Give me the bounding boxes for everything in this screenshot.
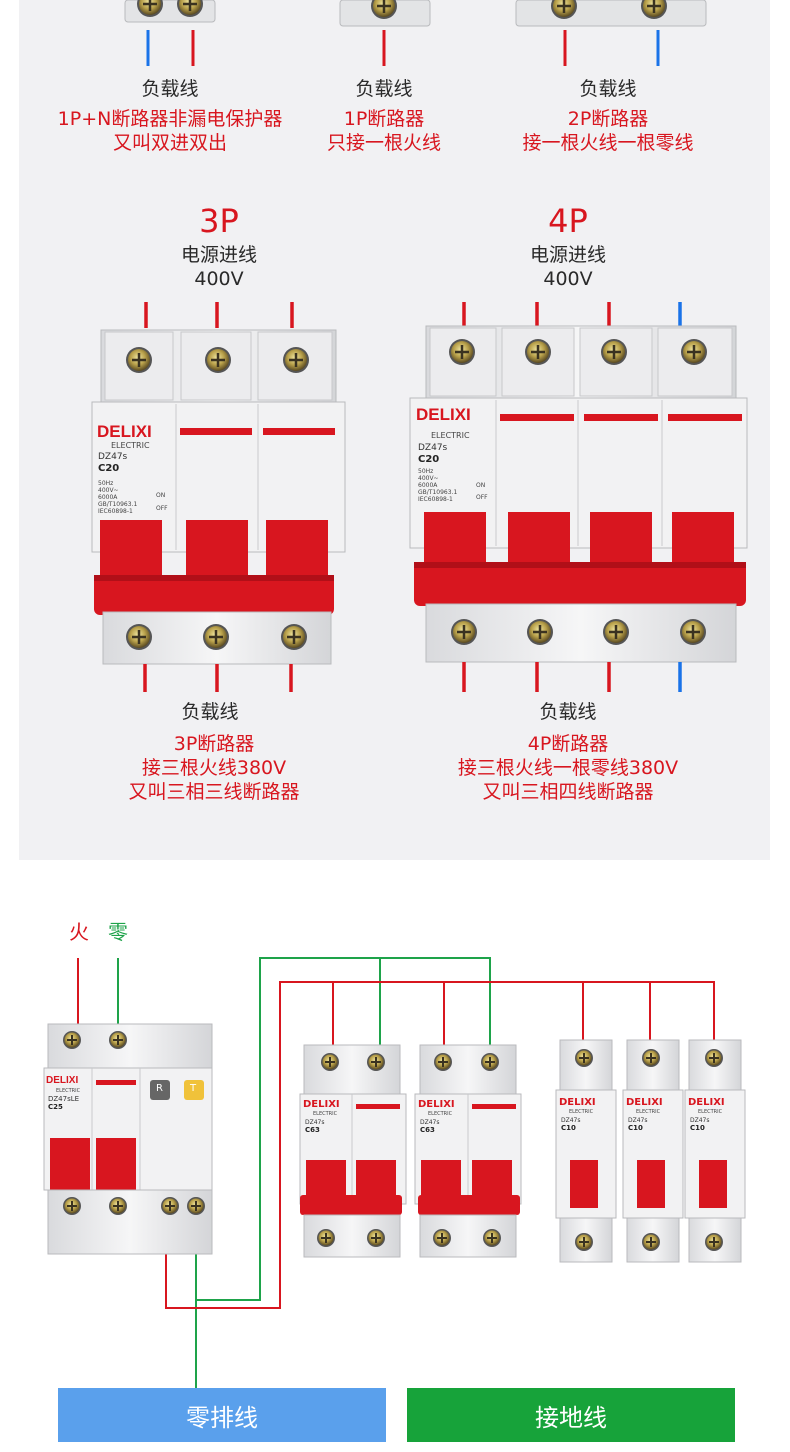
breaker-c63-a-brand: DELIXI	[303, 1099, 340, 1110]
3p-output-wires	[143, 664, 293, 692]
col2-desc2: 只接一根火线	[326, 132, 442, 154]
breaker-c10-b-brand: DELIXI	[626, 1097, 663, 1108]
3p-desc1: 3P断路器	[173, 733, 255, 755]
breaker-c10-b-sub: ELECTRIC	[636, 1109, 661, 1115]
4p-spec-line: 400V~	[418, 475, 439, 482]
3p-supply-label: 电源进线	[180, 244, 258, 266]
4p-desc1: 4P断路器	[527, 733, 609, 755]
rcbo-rating: C25	[48, 1103, 63, 1111]
breaker-c63-a-model: DZ47s	[305, 1119, 325, 1126]
breaker-c63-b	[414, 1044, 522, 1258]
3p-on-label: ON	[156, 492, 166, 499]
breaker-c10-b-model: DZ47s	[628, 1117, 648, 1124]
4p-off-label: OFF	[476, 494, 488, 501]
4p-spec-line: IEC60898-1	[418, 496, 453, 503]
3p-brand-logo: DELIXI	[97, 422, 152, 441]
breaker-c10-b-rating: C10	[628, 1124, 643, 1132]
ground-bus-label: 接地线	[535, 1403, 607, 1432]
breaker-c10-c-brand: DELIXI	[688, 1097, 725, 1108]
breaker-c63-a-sub: ELECTRIC	[313, 1111, 338, 1117]
3p-spec-line: 6000A	[98, 494, 118, 501]
top-breaker-1p	[339, 0, 431, 66]
4p-rating: C20	[418, 454, 440, 465]
3p-brand-sub: ELECTRIC	[111, 441, 150, 450]
breaker-c10-a-brand: DELIXI	[559, 1097, 596, 1108]
breaker-c10-b	[622, 1039, 684, 1263]
breaker-c63-a	[299, 1044, 407, 1258]
rcbo-brand-sub: ELECTRIC	[56, 1088, 81, 1094]
3p-off-label: OFF	[156, 505, 168, 512]
4p-desc2: 接三根火线一根零线380V	[457, 757, 679, 779]
3p-spec-line: IEC60898-1	[98, 508, 133, 515]
3p-voltage: 400V	[194, 268, 244, 290]
neutral-bus-bar: 零排线	[58, 1388, 386, 1442]
neutral-label: 零	[108, 920, 128, 944]
4p-brand-sub: ELECTRIC	[431, 431, 470, 440]
rcbo-breaker	[43, 1023, 213, 1255]
3p-spec-line: 400V~	[98, 487, 119, 494]
col3-load-label: 负载线	[579, 78, 637, 100]
4p-desc3: 又叫三相四线断路器	[482, 781, 654, 803]
4p-spec-line: 50Hz	[418, 468, 434, 475]
4p-supply-label: 电源进线	[529, 244, 607, 266]
3p-spec-line: GB/T10963.1	[98, 501, 138, 508]
breaker-c10-c	[684, 1039, 746, 1263]
breaker-c63-a-rating: C63	[305, 1126, 320, 1134]
rcbo-r-button: R	[156, 1083, 163, 1094]
col3-desc1: 2P断路器	[567, 108, 649, 130]
wiring-lines	[77, 957, 715, 1388]
rcbo-model: DZ47sLE	[48, 1095, 80, 1103]
4p-brand-logo: DELIXI	[416, 405, 471, 424]
breaker-c10-c-rating: C10	[690, 1124, 705, 1132]
col2-desc1: 1P断路器	[343, 108, 425, 130]
col1-desc1: 1P+N断路器非漏电保护器	[57, 108, 283, 130]
breaker-c63-b-model: DZ47s	[420, 1119, 440, 1126]
ground-bus-bar: 接地线	[407, 1388, 735, 1442]
breaker-c63-b-rating: C63	[420, 1126, 435, 1134]
3p-spec-block: 50Hz 400V~ 6000A GB/T10963.1 IEC60898-1	[98, 480, 137, 515]
3p-spec-line: 50Hz	[98, 480, 114, 487]
breaker-c10-c-sub: ELECTRIC	[698, 1109, 723, 1115]
col1-load-label: 负载线	[141, 78, 199, 100]
4p-voltage: 400V	[543, 268, 593, 290]
top-breaker-2p	[515, 0, 707, 66]
3p-breaker	[91, 329, 346, 665]
live-label: 火	[69, 920, 89, 944]
rcbo-brand: DELIXI	[46, 1075, 79, 1086]
4p-model: DZ47s	[418, 443, 448, 453]
4p-load-label: 负载线	[539, 701, 597, 723]
col2-load-label: 负载线	[355, 78, 413, 100]
breaker-c63-b-sub: ELECTRIC	[428, 1111, 453, 1117]
4p-spec-line: 6000A	[418, 482, 438, 489]
rcbo-t-button: T	[190, 1083, 197, 1094]
3p-desc2: 接三根火线380V	[141, 757, 287, 779]
3p-title: 3P	[199, 202, 239, 240]
4p-spec-line: GB/T10963.1	[418, 489, 458, 496]
3p-load-label: 负载线	[181, 701, 239, 723]
breaker-c10-a-rating: C10	[561, 1124, 576, 1132]
top-breaker-1pn	[124, 0, 216, 66]
3p-model: DZ47s	[98, 452, 128, 462]
col1-desc2: 又叫双进双出	[112, 132, 228, 154]
4p-title: 4P	[548, 202, 588, 240]
breaker-c10-a-sub: ELECTRIC	[569, 1109, 594, 1115]
3p-desc3: 又叫三相三线断路器	[128, 781, 300, 803]
breaker-c63-b-brand: DELIXI	[418, 1099, 455, 1110]
breaker-c10-a-model: DZ47s	[561, 1117, 581, 1124]
neutral-bus-label: 零排线	[186, 1403, 258, 1432]
4p-breaker	[409, 325, 748, 663]
breaker-c10-c-model: DZ47s	[690, 1117, 710, 1124]
4p-on-label: ON	[476, 482, 486, 489]
4p-output-wires	[462, 662, 682, 692]
3p-rating: C20	[98, 463, 120, 474]
breaker-c10-a	[555, 1039, 617, 1263]
col3-desc2: 接一根火线一根零线	[522, 132, 694, 154]
4p-spec-block: 50Hz 400V~ 6000A GB/T10963.1 IEC60898-1	[418, 468, 457, 503]
3p-input-wires	[144, 302, 294, 328]
4p-input-wires	[462, 302, 682, 328]
